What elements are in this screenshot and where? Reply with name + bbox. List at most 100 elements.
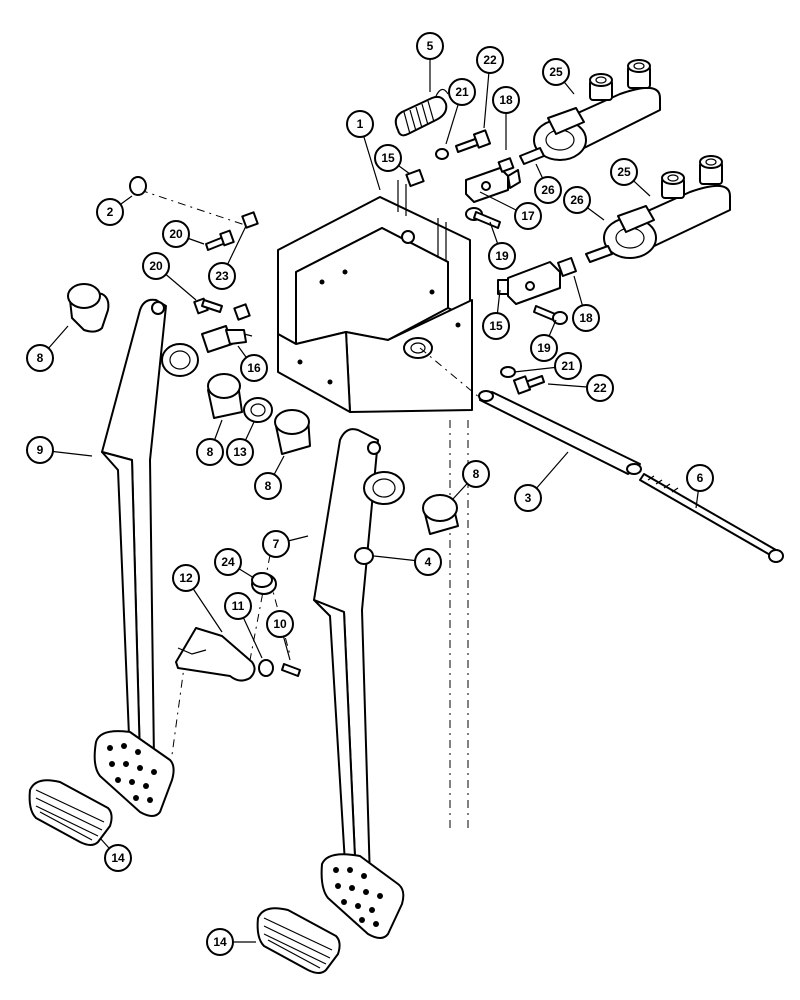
callout-number: 15 <box>489 319 503 333</box>
callout-circle <box>492 86 520 114</box>
callout-c20b: 20 <box>142 252 197 301</box>
callout-c8b: 8 <box>196 419 224 466</box>
callout-c1: 1 <box>346 110 381 191</box>
pedal-bracket <box>277 180 473 413</box>
callout-circle <box>476 46 504 74</box>
washer-upper <box>435 148 449 160</box>
callout-circle <box>196 438 224 466</box>
callout-circle <box>563 186 591 214</box>
callout-c18a: 18 <box>492 86 520 150</box>
callout-c8a: 8 <box>26 325 69 372</box>
washer-13 <box>243 397 273 423</box>
return-spring <box>394 88 449 137</box>
pin-upper <box>465 207 501 229</box>
callout-c20a: 20 <box>162 220 205 248</box>
bush-top <box>129 176 147 196</box>
clip-upper <box>405 168 425 188</box>
callout-circle <box>686 464 714 492</box>
callout-circle <box>224 592 252 620</box>
callout-circle <box>214 548 242 576</box>
callout-c11: 11 <box>224 592 263 659</box>
callout-number: 19 <box>495 249 509 263</box>
callout-number: 19 <box>537 341 551 355</box>
callout-number: 4 <box>425 555 432 569</box>
callout-circle <box>462 460 490 488</box>
callout-number: 7 <box>273 537 280 551</box>
pedal-left <box>93 298 199 817</box>
callout-number: 6 <box>697 471 704 485</box>
callout-c10: 10 <box>266 610 294 661</box>
callout-circle <box>514 484 542 512</box>
bolt-20-upper <box>205 229 235 251</box>
bolt-20-lower <box>193 297 223 315</box>
callout-number: 8 <box>207 445 214 459</box>
callout-circle <box>142 252 170 280</box>
axis-lines <box>139 189 469 830</box>
callout-c5: 5 <box>416 32 444 92</box>
callout-circle <box>374 144 402 172</box>
callout-circle <box>266 610 294 638</box>
washer-11 <box>258 659 274 677</box>
callout-c6: 6 <box>686 464 714 509</box>
callout-number: 17 <box>521 209 535 223</box>
callout-c8c: 8 <box>254 455 285 500</box>
callout-number: 20 <box>169 227 183 241</box>
callout-number: 26 <box>570 193 584 207</box>
callout-number: 8 <box>37 351 44 365</box>
callout-c19a: 19 <box>488 221 516 270</box>
cap <box>251 572 277 595</box>
callout-circle <box>162 220 190 248</box>
callout-circle <box>206 928 234 956</box>
callout-c21b: 21 <box>513 352 582 380</box>
callout-c19b: 19 <box>530 319 558 362</box>
spacer <box>354 547 374 565</box>
callout-circle <box>554 352 582 380</box>
callout-number: 9 <box>37 443 44 457</box>
callout-c24: 24 <box>214 548 255 579</box>
bolt-lower <box>512 375 545 395</box>
bush-8-left <box>67 283 110 333</box>
callout-circle <box>586 374 614 402</box>
callout-circle <box>514 202 542 230</box>
callout-c26a: 26 <box>534 163 562 204</box>
callout-circle <box>482 312 510 340</box>
nut-23-lower <box>233 303 251 321</box>
callout-circle <box>96 198 124 226</box>
callout-c18b: 18 <box>572 275 600 332</box>
cross-shaft <box>419 347 642 475</box>
long-bolt <box>639 473 784 563</box>
callout-number: 3 <box>525 491 532 505</box>
callout-number: 18 <box>499 93 513 107</box>
callout-c7: 7 <box>262 530 309 558</box>
callout-number: 15 <box>381 151 395 165</box>
callout-number: 11 <box>232 599 245 613</box>
bush-8-mid <box>207 373 243 419</box>
callout-c9: 9 <box>26 436 93 464</box>
washer-lower <box>500 366 516 378</box>
callout-number: 8 <box>265 479 272 493</box>
callout-number: 22 <box>593 381 607 395</box>
pin-10 <box>281 663 301 677</box>
callouts: 1234567888891011121314141515161718181919… <box>26 32 714 956</box>
callout-number: 13 <box>233 445 247 459</box>
clevis-lower <box>497 257 577 305</box>
callout-c14b: 14 <box>206 928 256 956</box>
pedal-pad-right <box>256 907 341 974</box>
callout-c12: 12 <box>172 564 223 633</box>
callout-number: 23 <box>215 269 229 283</box>
callout-c16: 16 <box>237 345 268 382</box>
callout-c25a: 25 <box>542 58 575 95</box>
callout-circle <box>254 472 282 500</box>
callout-c22a: 22 <box>476 46 504 129</box>
callout-circle <box>26 436 54 464</box>
clevis-upper <box>465 157 521 203</box>
callout-c15a: 15 <box>374 144 411 175</box>
callout-c23: 23 <box>208 225 247 290</box>
callout-number: 25 <box>549 65 563 79</box>
callout-number: 16 <box>247 361 261 375</box>
callout-circle <box>262 530 290 558</box>
callout-circle <box>572 304 600 332</box>
callout-c2: 2 <box>96 195 133 226</box>
nut-23-upper <box>241 211 259 229</box>
callout-number: 1 <box>357 117 364 131</box>
